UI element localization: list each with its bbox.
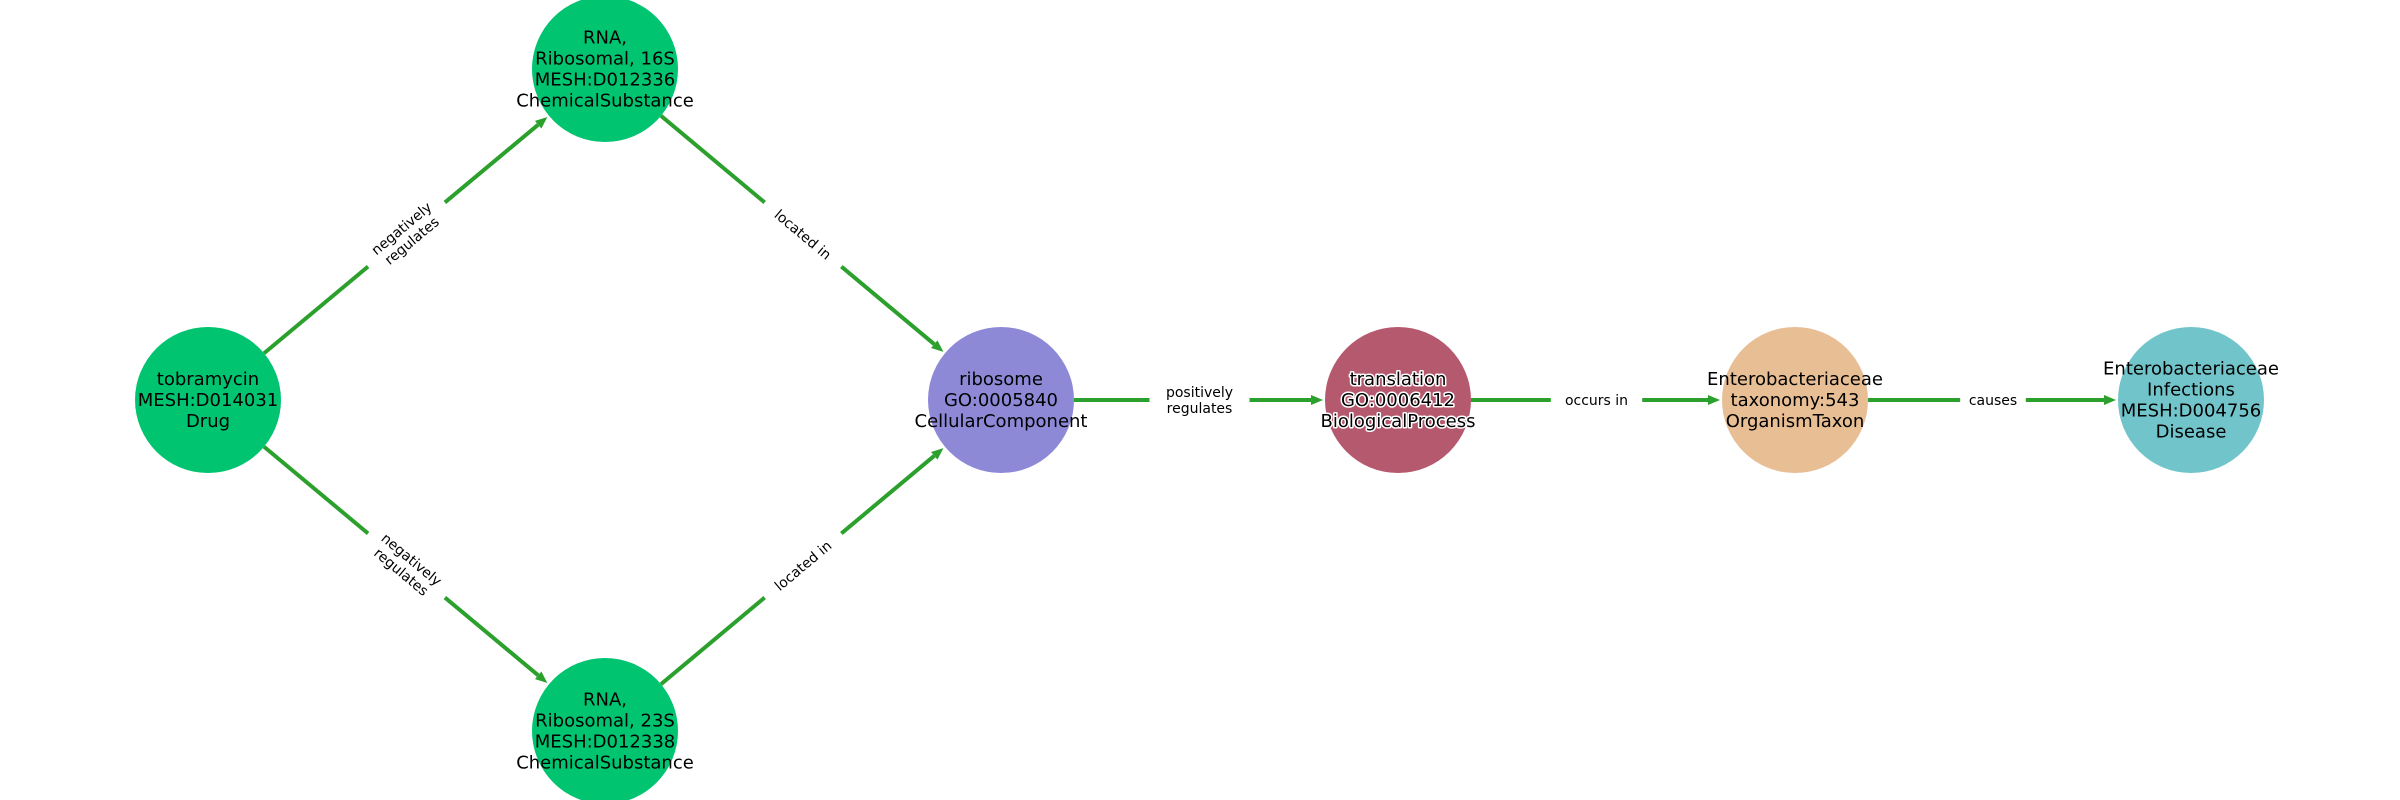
edge-label-text: located in: [772, 538, 835, 594]
node-enterobacteriaceae[interactable]: Enterobacteriaceaetaxonomy:543OrganismTa…: [1707, 327, 1883, 473]
arrowhead-icon: [1708, 395, 1720, 405]
node-rna23s[interactable]: RNA,Ribosomal, 23SMESH:D012338ChemicalSu…: [516, 658, 694, 800]
edge-label-text: located in: [771, 207, 834, 263]
node-label-line: translation: [1350, 369, 1447, 390]
node-circle[interactable]: [532, 658, 678, 800]
node-label-line: Ribosomal, 16S: [535, 49, 675, 70]
node-label-line: RNA,: [583, 28, 627, 49]
arrowhead-icon: [931, 448, 944, 460]
node-label-line: CellularComponent: [915, 411, 1088, 432]
edge-label-background: [1550, 390, 1643, 410]
node-label-line: MESH:D012336: [535, 70, 676, 91]
arrowhead-icon: [1311, 395, 1323, 405]
edge-label-text: positively: [1166, 385, 1233, 401]
edge-label-background: [1960, 390, 2026, 410]
node-label-line: ChemicalSubstance: [516, 91, 694, 112]
node-label-line: MESH:D012338: [535, 732, 676, 753]
edge-label-background: [356, 188, 457, 281]
node-label-line: ChemicalSubstance: [516, 753, 694, 774]
node-label-line: Enterobacteriaceae: [1707, 369, 1883, 390]
node-label-line: taxonomy:543: [1731, 390, 1860, 411]
node-label-line: Drug: [186, 411, 230, 432]
edge-label-background: [758, 525, 848, 606]
edge-label: located in: [758, 525, 848, 606]
node-circle[interactable]: [1325, 327, 1471, 473]
edge-label-text: occurs in: [1565, 393, 1628, 409]
edge-label-background: [758, 194, 848, 275]
edge-label: occurs in: [1550, 390, 1643, 410]
edge-label: causes: [1960, 390, 2026, 410]
edge-label-background: [1149, 382, 1250, 418]
node-label-line: RNA,: [583, 690, 627, 711]
node-label-line: MESH:D004756: [2121, 401, 2262, 422]
edge-rna16s-ribosome: located in: [659, 114, 944, 352]
node-rna16s[interactable]: RNA,Ribosomal, 16SMESH:D012336ChemicalSu…: [516, 0, 694, 142]
arrowhead-icon: [534, 671, 548, 683]
node-label-line: ribosome: [959, 369, 1043, 390]
edge-label-background: [356, 519, 457, 612]
edge-enterobacteriaceae-infections: causes: [1868, 390, 2116, 410]
node-label-line: OrganismTaxon: [1726, 411, 1865, 432]
arrowhead-icon: [931, 340, 944, 352]
node-circle[interactable]: [135, 327, 281, 473]
node-label-line: MESH:D014031: [138, 390, 279, 411]
node-label-line: tobramycin: [157, 369, 259, 390]
edge-translation-enterobacteriaceae: occurs in: [1471, 390, 1720, 410]
node-label-line: GO:0006412: [1341, 390, 1455, 411]
node-label-line: BiologicalProcess: [1320, 411, 1475, 432]
node-circle[interactable]: [928, 327, 1074, 473]
node-circle[interactable]: [1722, 327, 1868, 473]
edge-label-text: causes: [1969, 393, 2017, 409]
edge-rna23s-ribosome: located in: [659, 448, 944, 686]
nodes-layer: tobramycinMESH:D014031DrugRNA,Ribosomal,…: [135, 0, 2279, 800]
node-label-line: GO:0005840: [944, 390, 1058, 411]
node-label-line: Disease: [2156, 422, 2227, 443]
node-circle[interactable]: [532, 0, 678, 142]
node-label-line: Enterobacteriaceae: [2103, 359, 2279, 380]
edge-label: located in: [758, 194, 848, 275]
edge-label-text: regulates: [1167, 401, 1233, 417]
node-infections[interactable]: EnterobacteriaceaeInfectionsMESH:D004756…: [2103, 327, 2279, 473]
node-circle[interactable]: [2118, 327, 2264, 473]
node-label-line: Ribosomal, 23S: [535, 711, 675, 732]
arrowhead-icon: [2104, 395, 2116, 405]
node-label-line: Infections: [2147, 380, 2235, 401]
arrowhead-icon: [534, 117, 548, 129]
